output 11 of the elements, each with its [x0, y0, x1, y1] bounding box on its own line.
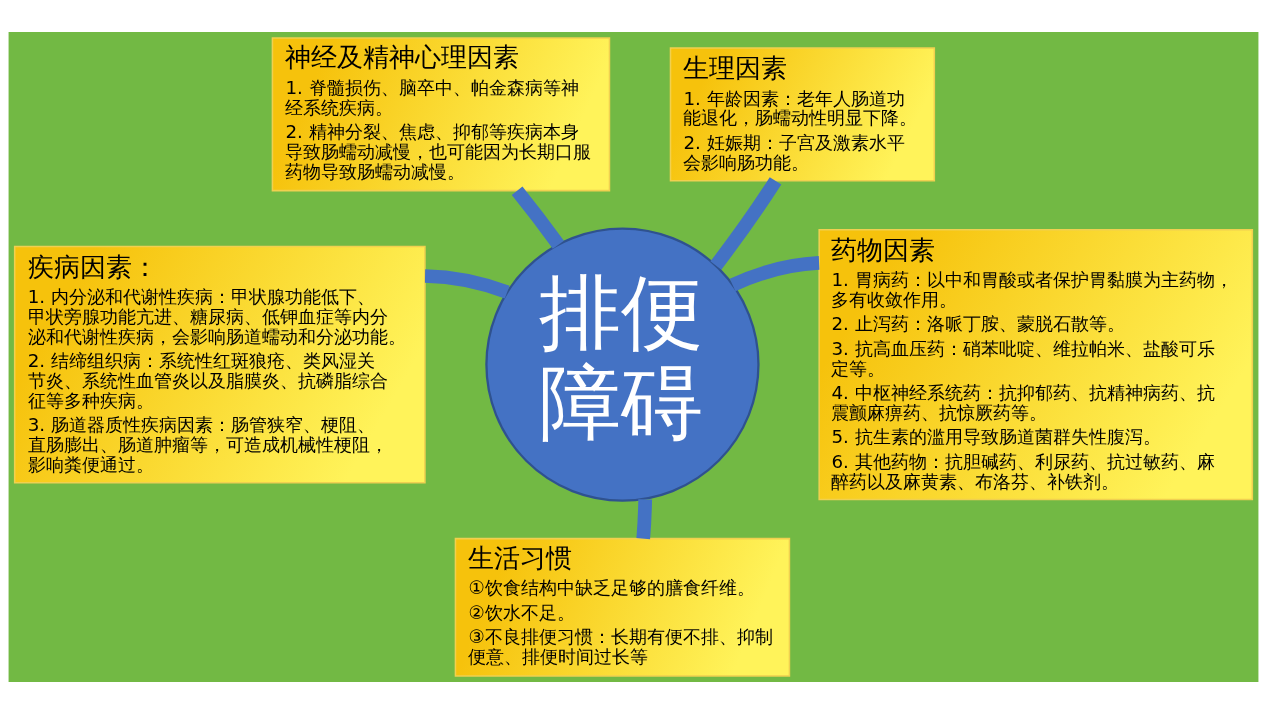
- connector: [511, 185, 564, 249]
- node-box: 疾病因素： 1. 内分泌和代谢性疾病：甲状腺功能低下、甲状旁腺功能亢进、糖尿病、低钾血症等内分泌和代谢性疾病，会影响肠道蠕动和分泌功能。 2. 结缔组织病：系统性红斑狼疮、类风湿关节炎、系统性血管炎以及脂膜炎、抗磷脂综合征等多种疾病。 3. 肠道器质性疾病因素：肠管狭窄、梗阻、直肠膨出、肠道肿瘤等，可造成机械性梗阻，影响粪便通过。: [13, 245, 426, 484]
- node-box: 生理因素 1. 年龄因素：老年人肠道功能退化，肠蠕动性明显下降。 2. 妊娠期：子宫及激素水平会影响肠功能。: [669, 46, 936, 181]
- connector: [729, 255, 820, 291]
- connector: [424, 268, 510, 299]
- connector: [636, 498, 653, 539]
- node-box: 神经及精神心理因素 1. 脊髓损伤、脑卒中、帕金森病等神经系统疾病。 2. 精神分裂、焦虑、抑郁等疾病本身导致肠蠕动减慢，也可能因为长期口服药物导致肠蠕动减慢。: [271, 36, 611, 191]
- node-circle: 排便障碍: [485, 226, 760, 502]
- connector: [710, 176, 782, 270]
- node-box: 生活习惯 ①饮食结构中缺乏足够的膳食纤维。 ②饮水不足。 ③不良排便习惯：长期有便不排、抑制便意、排便时间过长等: [454, 537, 791, 677]
- node-box: 药物因素 1. 胃病药：以中和胃酸或者保护胃黏膜为主药物，多有收敛作用。 2. 止泻药：洛哌丁胺、蒙脱石散等。 3. 抗高血压药：硝苯吡啶、维拉帕米、盐酸可乐定等。 4. 中枢神经系统药：抗抑郁药、抗精神病药、抗震颤麻痹药、抗惊厥药等。 5. 抗生素的滥用导致肠道菌群失性腹泻。 6. 其他药物：抗胆碱药、利尿药、抗过敏药、麻醉药以及麻黄素、布洛芬、补铁剂。: [818, 228, 1254, 500]
